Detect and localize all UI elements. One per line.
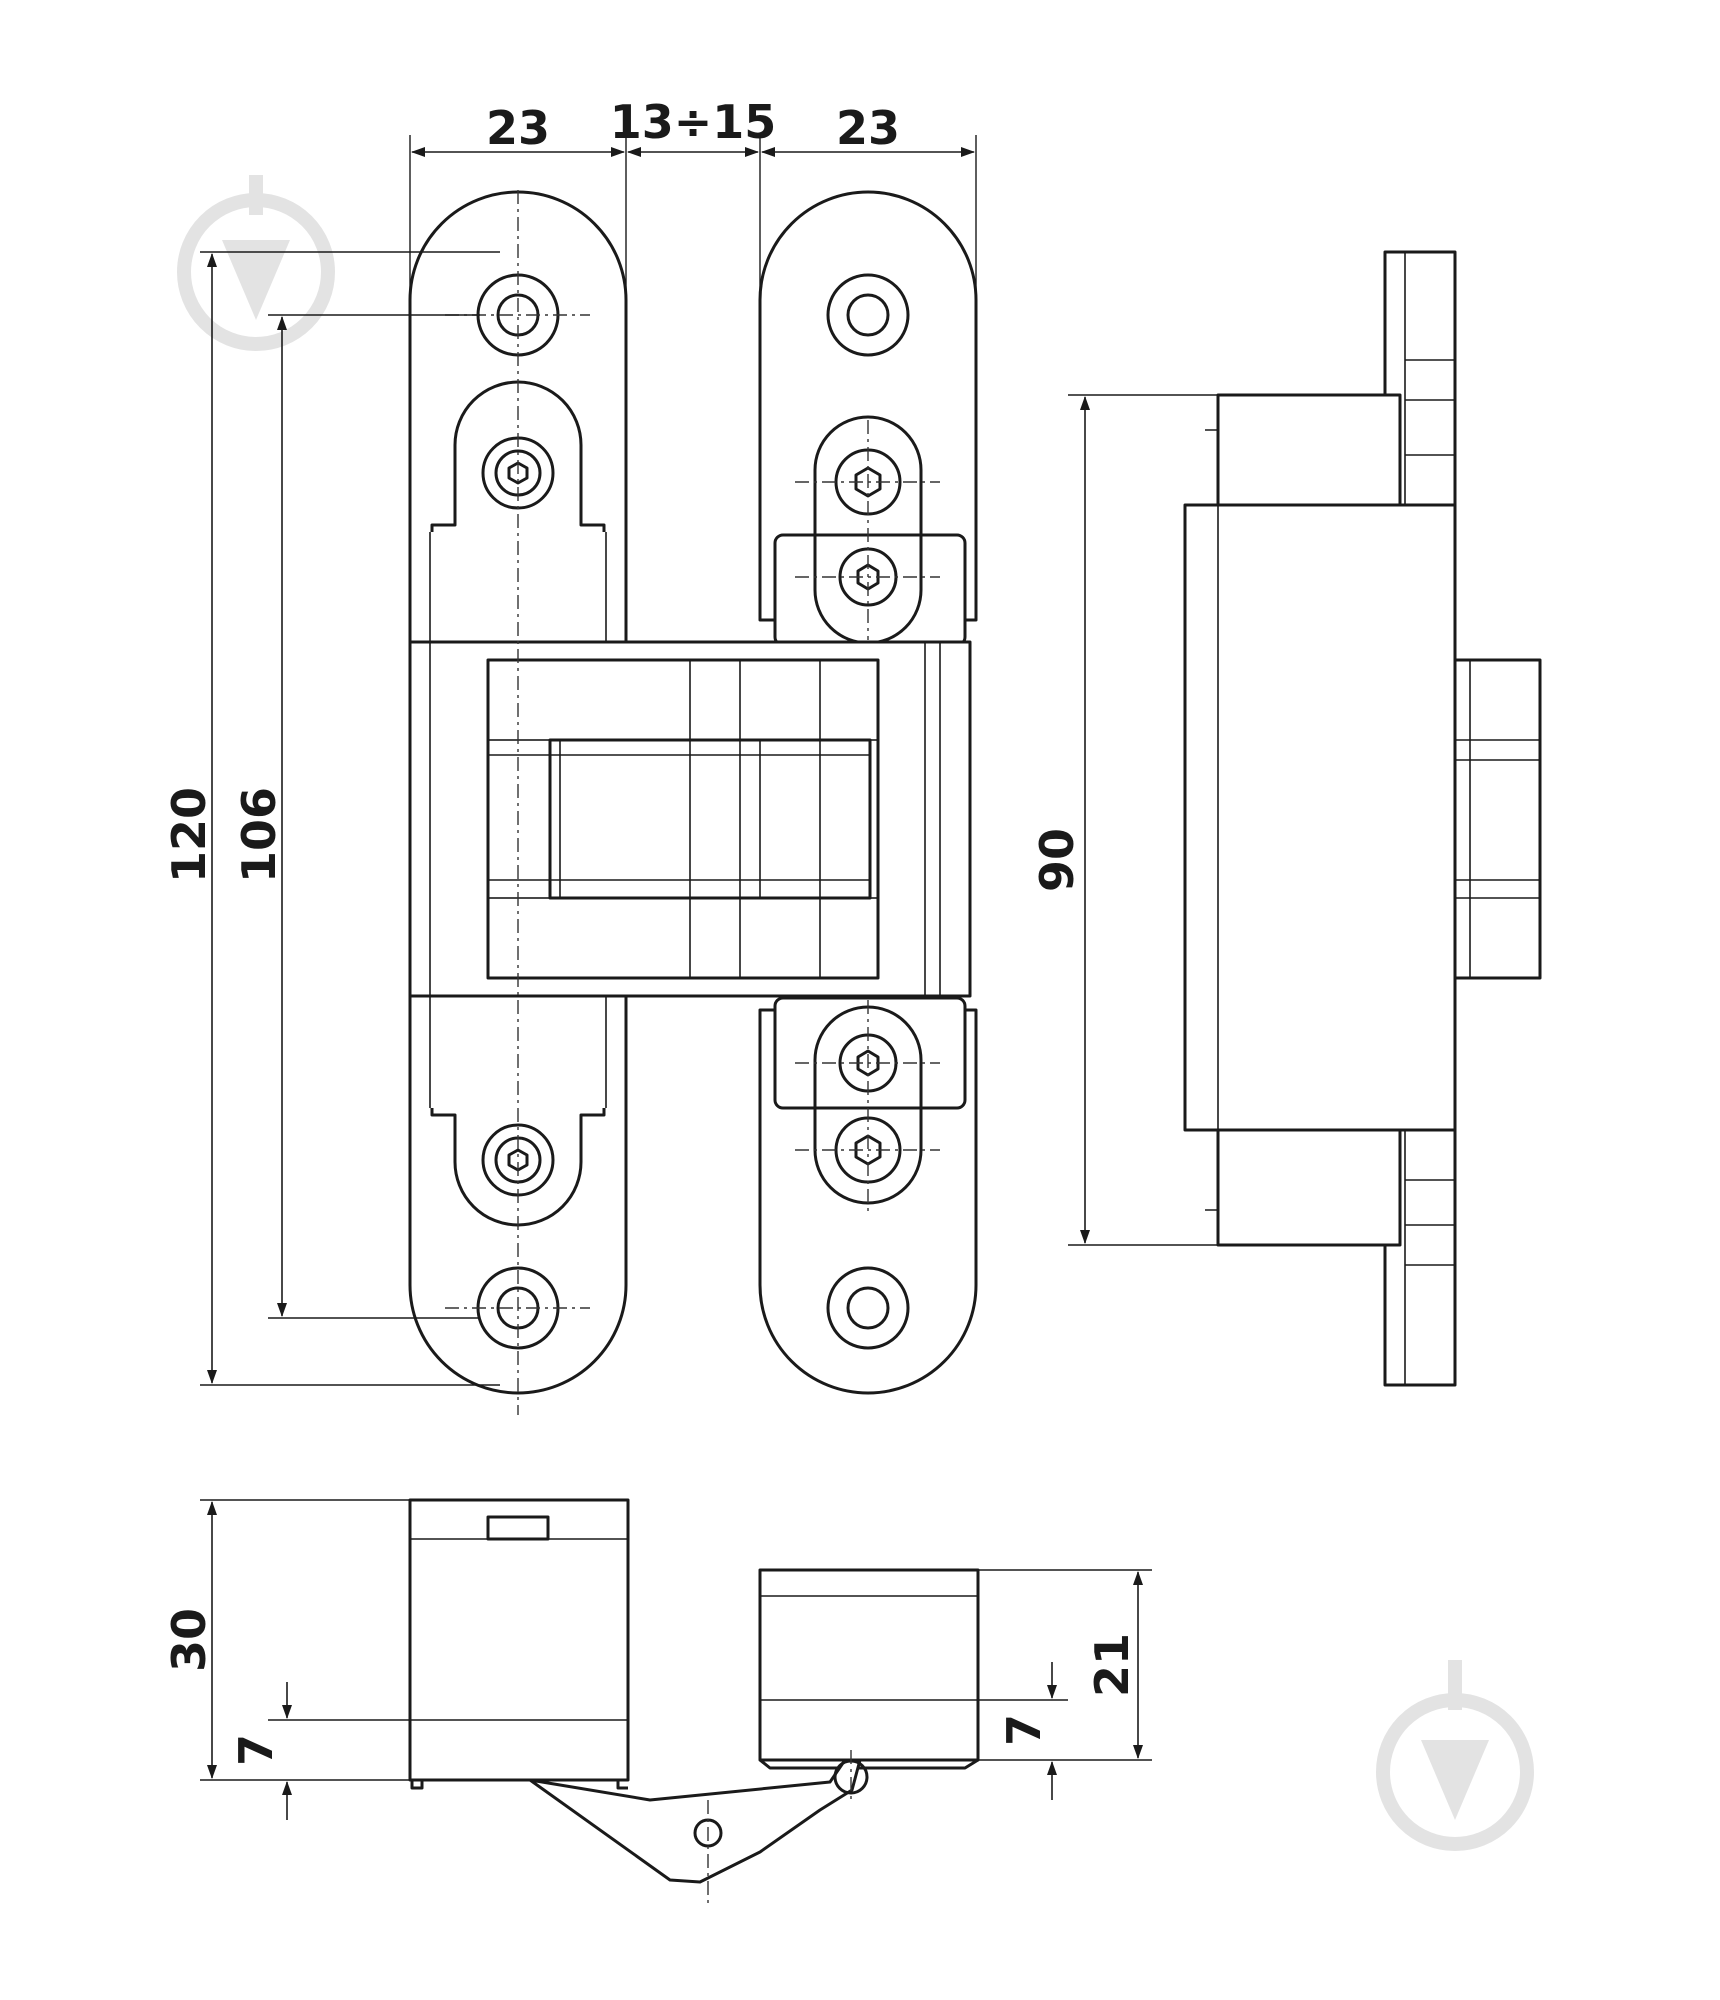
watermark-top-left	[177, 175, 335, 351]
dim-overall-height: 120	[162, 787, 216, 883]
top-dimensions: 23 13÷15 23	[409, 95, 977, 300]
side-view: 90	[1030, 250, 1542, 1387]
dim-hole-spacing: 106	[232, 787, 286, 883]
left-dimensions: 120 106	[162, 251, 500, 1386]
front-view: 23 13÷15 23 120 106	[162, 95, 978, 1415]
dim-bottom-right-offset: 7	[997, 1714, 1051, 1746]
dim-side-body-height: 90	[1030, 828, 1084, 892]
dim-bottom-depth: 30	[162, 1608, 216, 1672]
dim-bottom-right-depth: 21	[1085, 1633, 1139, 1697]
dim-top-right-width: 23	[836, 101, 900, 155]
dim-top-left-width: 23	[486, 101, 550, 155]
dim-top-gap: 13÷15	[610, 95, 777, 149]
bottom-view: 30 7 21 7	[162, 1498, 1152, 1905]
front-centerlines	[445, 190, 940, 1415]
dim-bottom-left-offset: 7	[229, 1734, 283, 1766]
watermark-bottom-right	[1376, 1660, 1534, 1851]
hinge-mechanism	[408, 640, 972, 998]
droplet-logo-icon	[1376, 1660, 1534, 1851]
droplet-logo-icon	[177, 175, 335, 351]
